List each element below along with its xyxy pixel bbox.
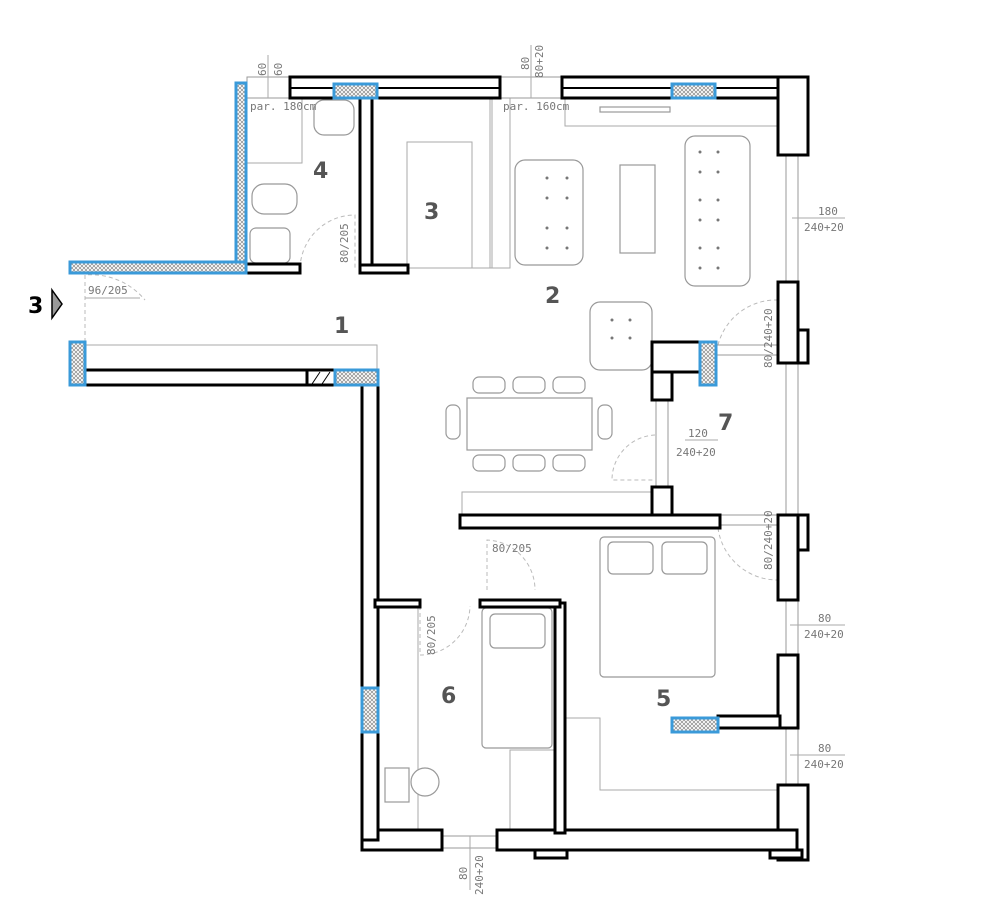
room-4-label: 4 xyxy=(313,159,328,184)
columns xyxy=(68,81,720,734)
balcony-door-icon xyxy=(717,299,779,346)
door-swings xyxy=(84,214,779,656)
armchair-icon xyxy=(514,159,584,266)
bath-door-icon xyxy=(299,214,356,269)
loggia-door-icon xyxy=(611,434,656,481)
loggia-glazing xyxy=(785,362,799,516)
tv-unit xyxy=(564,97,781,127)
nightstand xyxy=(509,749,556,831)
loggia-window xyxy=(655,399,669,488)
office-chair-icon xyxy=(410,767,440,797)
laptop-icon xyxy=(384,767,410,803)
svg-text:240+20: 240+20 xyxy=(804,758,844,771)
svg-text:240+20: 240+20 xyxy=(676,446,716,459)
svg-text:80/205: 80/205 xyxy=(338,223,351,263)
dining-chairs xyxy=(445,376,613,472)
armchair-icon xyxy=(589,301,653,371)
svg-text:80/205: 80/205 xyxy=(425,615,438,655)
svg-text:80: 80 xyxy=(818,612,831,625)
sink-icon xyxy=(313,99,355,136)
svg-text:240+20: 240+20 xyxy=(804,628,844,641)
toilet-icon xyxy=(251,183,298,215)
room-2-label: 2 xyxy=(545,284,560,309)
pillow-icon xyxy=(489,613,546,649)
svg-text:96/205: 96/205 xyxy=(88,284,128,297)
wardrobe xyxy=(371,97,493,269)
room-labels: 1 2 3 4 5 6 7 xyxy=(313,159,733,712)
wardrobe-outline xyxy=(565,717,780,791)
sofa-icon xyxy=(684,135,751,287)
svg-text:80+20: 80+20 xyxy=(533,45,546,78)
tv-icon xyxy=(599,106,671,113)
room6-door-top-icon xyxy=(486,539,536,591)
svg-text:3: 3 xyxy=(28,294,43,319)
bedroom-window xyxy=(785,727,799,786)
svg-text:240+20: 240+20 xyxy=(473,855,486,895)
room-1-label: 1 xyxy=(334,314,349,339)
section-arrow-icon xyxy=(51,287,63,321)
room-6-label: 6 xyxy=(441,684,456,709)
svg-text:80/205: 80/205 xyxy=(492,542,532,555)
svg-text:60: 60 xyxy=(272,63,285,76)
svg-text:120: 120 xyxy=(688,427,708,440)
svg-text:80/240+20: 80/240+20 xyxy=(762,308,775,368)
svg-text:par. 160cm: par. 160cm xyxy=(503,100,570,113)
cushion-dots xyxy=(545,150,720,340)
room-7-label: 7 xyxy=(718,411,733,436)
svg-text:80: 80 xyxy=(519,57,532,70)
svg-text:80/240+20: 80/240+20 xyxy=(762,510,775,570)
svg-text:80: 80 xyxy=(818,742,831,755)
svg-text:60: 60 xyxy=(256,63,269,76)
entry-door-icon xyxy=(84,274,146,342)
balcony-door-icon xyxy=(717,527,779,581)
svg-text:par. 180cm: par. 180cm xyxy=(250,100,317,113)
pillow-icon xyxy=(661,541,708,575)
room-3-label: 3 xyxy=(424,200,439,225)
kitchen-counter xyxy=(461,491,653,517)
coffee-table xyxy=(619,164,656,254)
svg-text:240+20: 240+20 xyxy=(804,221,844,234)
room-5-label: 5 xyxy=(656,687,671,712)
hall-shelf xyxy=(84,344,378,371)
svg-text:80: 80 xyxy=(457,867,470,880)
dining-table xyxy=(466,397,593,451)
bed-room3 xyxy=(406,141,473,269)
shelf xyxy=(489,97,511,269)
pillow-icon xyxy=(607,541,654,575)
furniture xyxy=(84,97,781,832)
svg-text:180: 180 xyxy=(818,205,838,218)
bedroom-window xyxy=(785,599,799,656)
dimension-labels: 60 60 par. 180cm 80 80+20 par. 160cm 180… xyxy=(88,45,844,895)
room6-door-side-icon xyxy=(419,605,471,656)
section-marker: 3 xyxy=(28,287,63,321)
dimension-lines xyxy=(85,45,845,890)
washing-machine-icon xyxy=(249,227,291,264)
